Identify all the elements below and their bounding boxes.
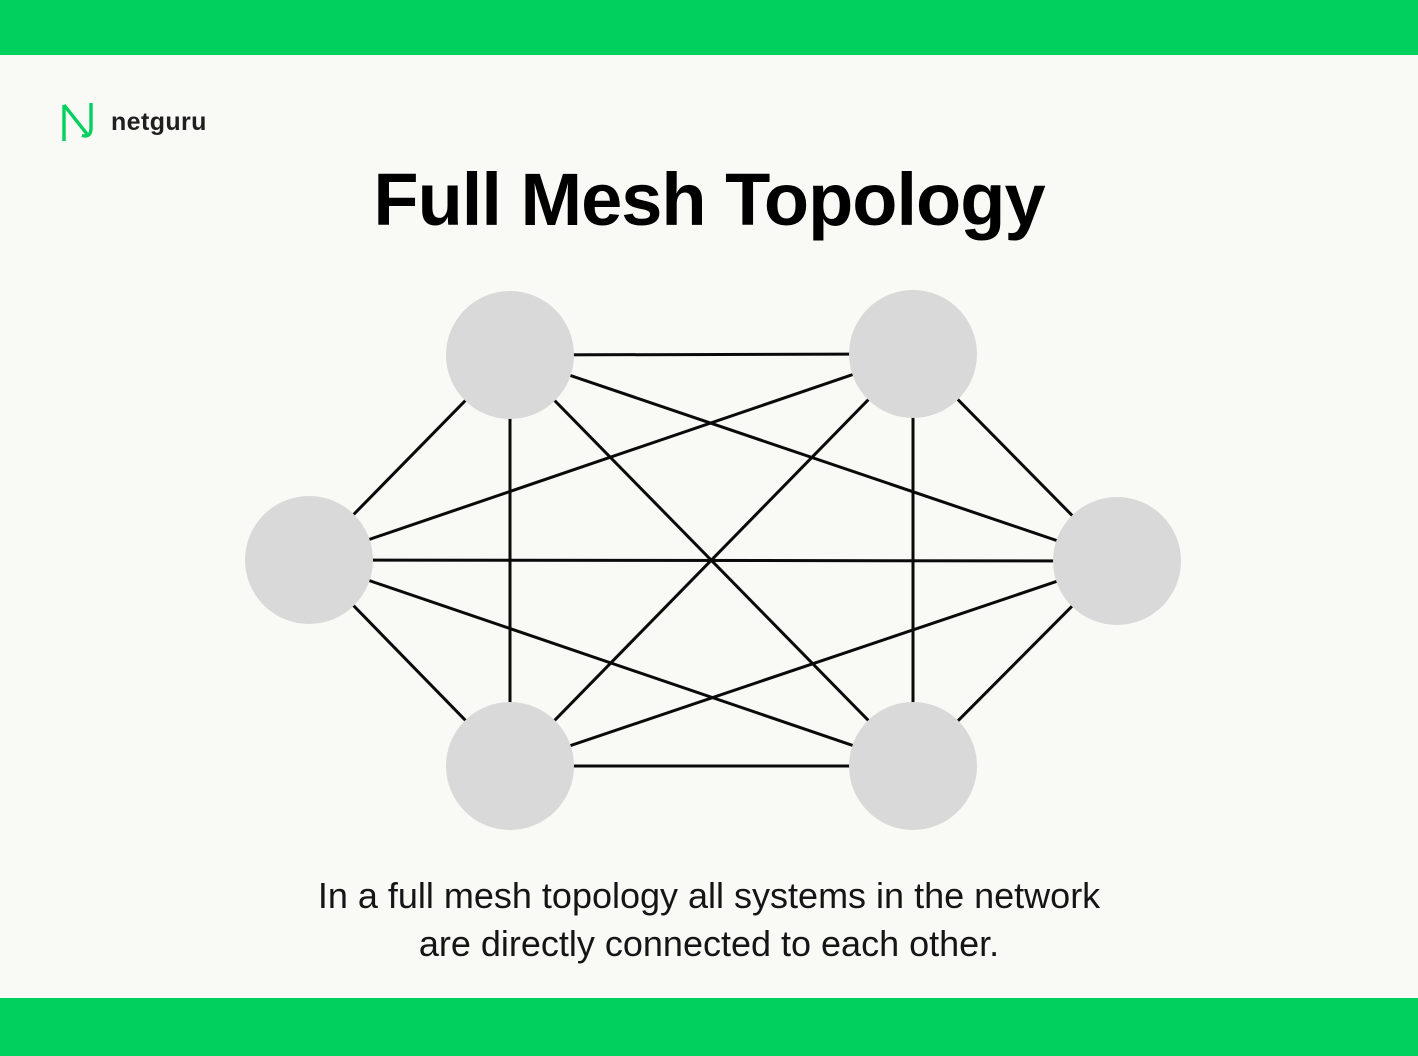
bottom-accent-bar — [0, 998, 1418, 1056]
edge-right-left — [308, 558, 1118, 563]
network-node-bottom-right — [849, 702, 977, 830]
network-node-bottom-left — [446, 702, 574, 830]
network-node-top-left — [446, 291, 574, 419]
netguru-n-icon — [62, 103, 93, 141]
network-node-left — [245, 496, 373, 624]
edge-bottom-right-left — [308, 558, 914, 768]
caption: In a full mesh topology all systems in t… — [0, 872, 1418, 968]
edge-right-bottom-left — [509, 559, 1118, 768]
edge-top-right-left — [308, 352, 914, 562]
logo-wordmark: netguru — [111, 107, 207, 136]
netguru-logo: netguru — [57, 101, 207, 143]
caption-line-1: In a full mesh topology all systems in t… — [317, 875, 1101, 916]
network-node-top-right — [849, 290, 977, 418]
caption-line-2: are directly connected to each other. — [418, 923, 1000, 964]
top-accent-bar — [0, 0, 1418, 55]
page-title: Full Mesh Topology — [373, 158, 1045, 241]
network-node-right — [1053, 497, 1181, 625]
edge-top-left-top-right — [509, 352, 914, 357]
edge-top-left-right — [509, 353, 1118, 563]
